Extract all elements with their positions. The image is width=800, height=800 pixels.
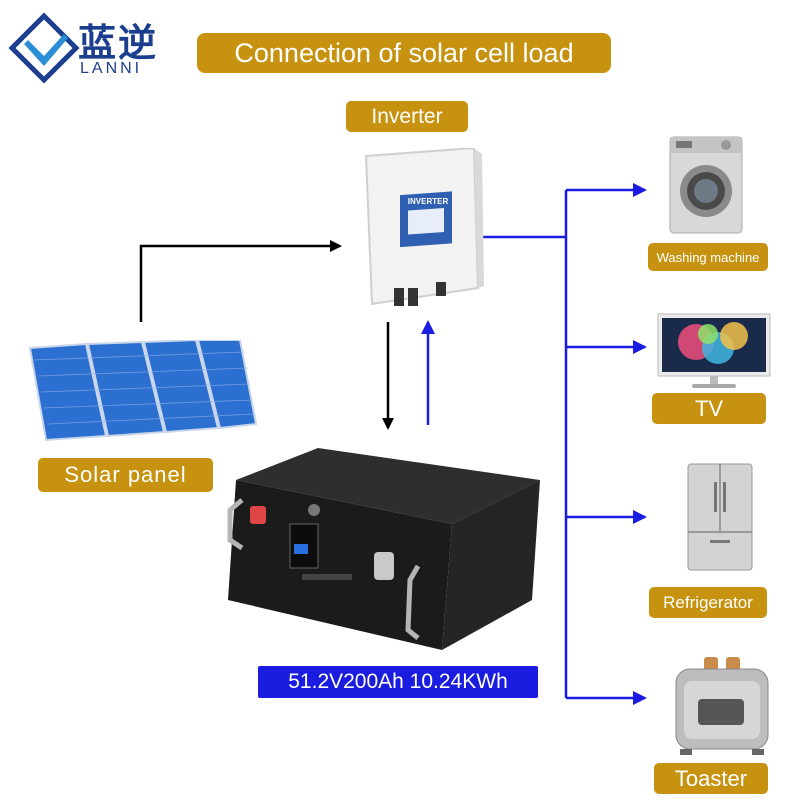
page-title: Connection of solar cell load [197, 33, 611, 73]
solar-panel-icon [28, 340, 258, 442]
load-label-tv: TV [652, 393, 766, 424]
logo-name-en: LANNI [80, 60, 143, 77]
tv-icon [657, 313, 771, 388]
washing-machine-icon [669, 136, 743, 234]
load-label-washing-machine: Washing machine [648, 243, 768, 271]
logo-name-cn: 蓝逆 [78, 21, 159, 65]
inverter-panel-text: INVERTER [407, 197, 449, 206]
load-label-refrigerator: Refrigerator [649, 587, 767, 618]
solar-to-inverter-line [139, 240, 342, 322]
load-label-toaster: Toaster [654, 763, 768, 794]
toaster-icon [675, 657, 769, 755]
refrigerator-icon [687, 463, 753, 571]
battery-spec-label: 51.2V200Ah 10.24KWh [258, 666, 538, 698]
lanni-logo-icon [8, 12, 80, 84]
battery-device-icon [227, 448, 540, 650]
solar-panel-label: Solar panel [38, 458, 213, 492]
inverter-label: Inverter [346, 101, 468, 132]
inverter-device-icon [364, 148, 484, 306]
logo [8, 8, 168, 88]
